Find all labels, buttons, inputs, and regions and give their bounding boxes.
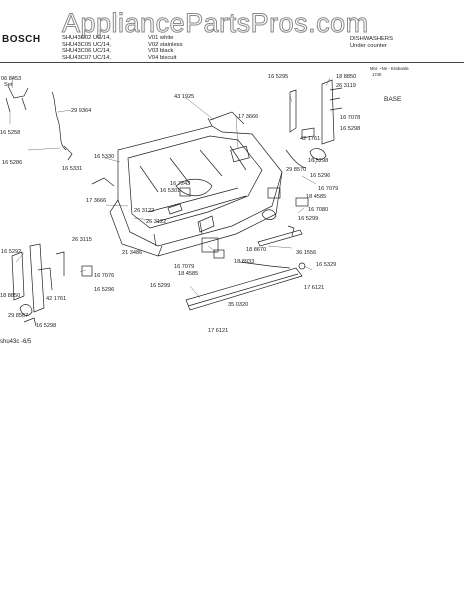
part-label: 26 3119 [336,83,356,89]
part-label: 18 8670 [246,247,267,253]
part-label: 42 1761 [46,296,67,302]
part-label: 18 4585 [306,194,327,200]
base-tub-frame [117,125,283,247]
part-label: 18 8933 [234,259,255,265]
part-label: 16 5329 [316,262,337,268]
part-label: 16 5299 [150,283,171,289]
part-label: 16 5286 [2,160,23,166]
part-label: 17 3666 [238,114,259,120]
part-label: 16 7080 [308,207,329,213]
page-note: Mor. ~Ne - Kimbarde [370,66,409,71]
section-title: BASE [384,96,402,103]
part-label: 16 5298 [36,323,57,329]
part-label: 16 5296 [94,287,115,293]
part-label: 16 5298 [308,158,329,164]
part-label: 18 8850 [0,293,21,299]
right-bracket [289,89,297,133]
part-label: 16 5295 [268,74,289,80]
part-label: 16 5258 [0,130,21,136]
part-label: 16 5330 [94,154,115,160]
part-label: 35 0320 [228,302,249,308]
part-label: Set [4,82,13,88]
part-label: 18 8850 [336,74,357,80]
part-label: 29 9364 [71,108,92,114]
part-label: 16 5292 [1,249,22,255]
part-label: 16 5298 [340,126,361,132]
part-label: 43 1925 [174,94,195,100]
part-label: 17 3666 [86,198,107,204]
footer-code: shu43c -6/5 [0,339,32,345]
skid-rail [185,267,303,311]
part-label: 26 3115 [72,237,92,243]
model-line-4: SHU43C07 UC/14, [62,54,111,61]
page-year: 1740 [372,72,382,77]
model-line-1: SHU43C02 UC/14, [62,35,111,41]
part-label: 16 7243 [170,181,191,187]
part-label: 26 3122 [134,208,155,214]
part-label: 17 6121 [304,285,325,291]
part-label: 16 7076 [94,273,115,279]
left-bracket [11,251,25,301]
part-label: 16 5331 [62,166,83,172]
part-label: 16 7079 [174,264,195,270]
part-label: 29 8567 [8,313,29,319]
part-label: 16 7079 [318,186,339,192]
variant-2: V02 stainless [148,41,183,48]
part-label: 36 1556 [296,250,317,256]
part-label: 26 3122 [146,219,167,225]
category-title: DISHWASHERS [350,36,393,42]
part-label: 18 4585 [178,271,199,277]
header-divider [0,62,464,63]
watermark: AppliancePartsPros.com [62,8,369,39]
part-label: 16 5296 [310,173,331,179]
drain-hose [51,91,67,151]
part-label: 29 8570 [286,167,307,173]
model-line-2: SHU43C05 UC/14, [62,41,111,48]
part-label: 16 7078 [340,115,361,121]
variant-1: V01 white [148,35,174,41]
part-label: 17 6121 [208,328,229,334]
model-line-3: SHU43C06 UC/14, [62,48,111,54]
variant-4: V04 biscuit [148,54,177,61]
part-label: 16 5301 [160,188,181,194]
part-label: 42 1761 [300,136,321,142]
part-label: 06 8453 [1,76,22,82]
toe-kick-bracket [257,229,303,247]
variant-3: V03 black [148,48,174,54]
part-label: 21 3486 [122,250,143,256]
subcategory-title: Under counter [350,43,387,49]
brand-logo: BOSCH [2,34,41,45]
part-label: 16 5299 [298,216,319,222]
